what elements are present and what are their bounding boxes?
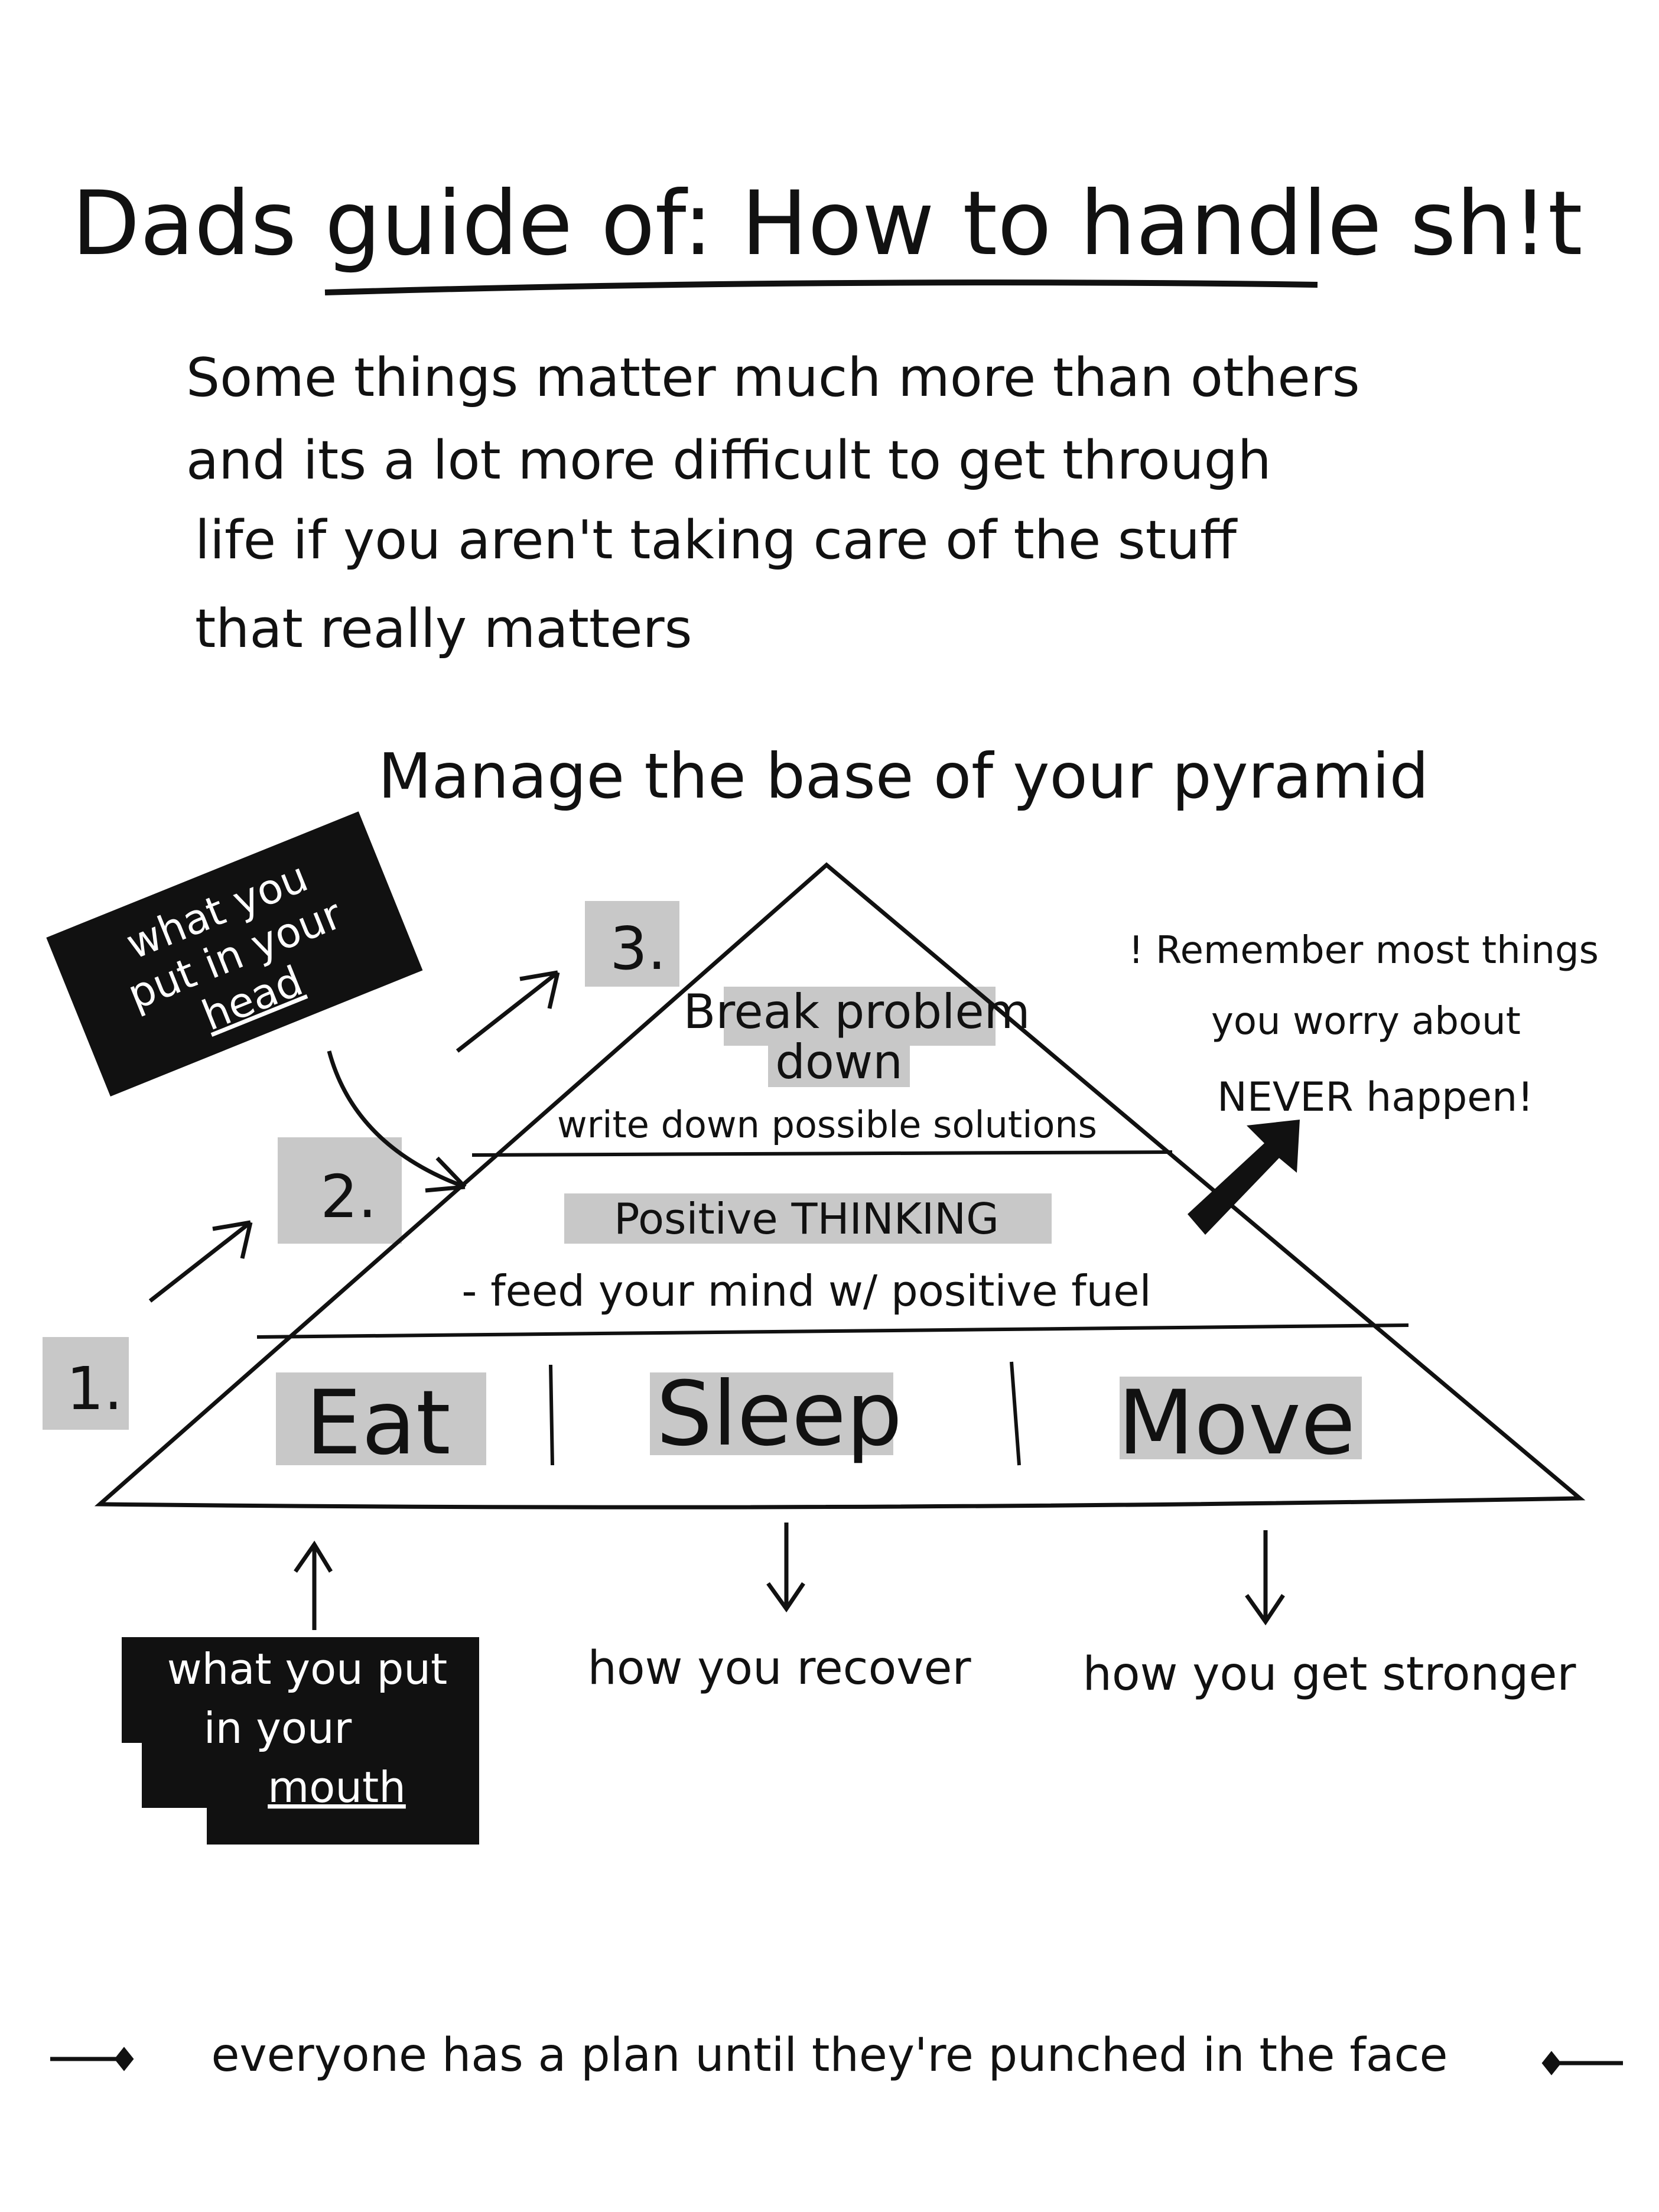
remember-line-2: you worry about <box>1211 1000 1521 1043</box>
pyramid-outline <box>94 862 1586 1510</box>
tier-divider-upper <box>471 1150 1173 1157</box>
tier-3-title-2: down <box>775 1035 903 1089</box>
tier-3-title-1: Break problem <box>683 984 1030 1039</box>
tier-2-number: 2. <box>320 1162 376 1231</box>
remember-line-3: NEVER happen! <box>1217 1074 1533 1121</box>
highlights <box>43 901 1362 1465</box>
head-callout: what you put in your head <box>46 811 423 1097</box>
recover-label: how you recover <box>587 1642 971 1695</box>
arrow-icon <box>294 1523 1285 1630</box>
mouth-callout-line-3: mouth <box>268 1762 406 1812</box>
base-item-sleep: Sleep <box>656 1363 903 1466</box>
intro-line-3: life if you aren't taking care of the st… <box>195 509 1238 571</box>
tier-2-note: - feed your mind w/ positive fuel <box>461 1266 1151 1316</box>
intro-line-4: that really matters <box>195 598 692 660</box>
intro-line-1: Some things matter much more than others <box>186 347 1360 409</box>
mouth-callout-line-1: what you put <box>167 1644 448 1694</box>
base-item-move: Move <box>1118 1372 1355 1475</box>
stronger-label: how you get stronger <box>1082 1648 1576 1701</box>
base-divider-2 <box>1010 1361 1021 1466</box>
title-underline <box>324 279 1318 295</box>
base-item-eat: Eat <box>305 1372 451 1475</box>
tier-divider-lower <box>256 1323 1409 1339</box>
footer-ornament <box>50 2047 1623 2076</box>
intro-line-2: and its a lot more difficult to get thro… <box>186 430 1271 492</box>
tier-3-number: 3. <box>610 914 666 983</box>
footer-quote: everyone has a plan until they're punche… <box>212 2029 1448 2082</box>
mouth-callout-line-2: in your <box>204 1703 352 1753</box>
tier-3-note: write down possible solutions <box>557 1103 1097 1146</box>
tier-1-number: 1. <box>66 1354 122 1423</box>
mouth-callout: what you put in your mouth <box>122 1637 479 1845</box>
tier-2-title: Positive THINKING <box>614 1194 999 1244</box>
big-arrow-icon <box>1188 1120 1300 1235</box>
remember-line-1: ! Remember most things <box>1128 929 1599 972</box>
arrow-icon <box>148 970 560 1303</box>
page-title: Dads guide of: How to handle sh!t <box>71 173 1582 275</box>
base-divider-1 <box>549 1364 554 1466</box>
section-subtitle: Manage the base of your pyramid <box>378 740 1429 812</box>
